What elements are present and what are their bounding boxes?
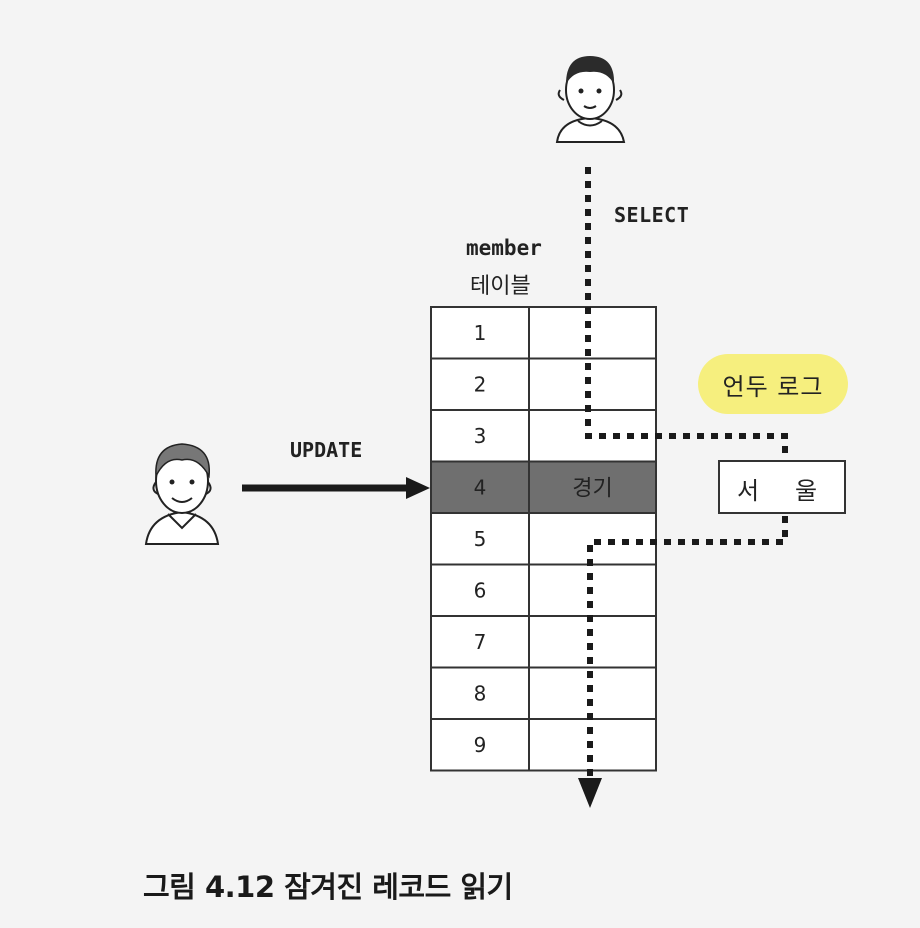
- update-label: UPDATE: [290, 438, 362, 462]
- select-label: SELECT: [614, 203, 689, 227]
- row-id: 3: [474, 424, 487, 448]
- table-row: 2: [431, 359, 656, 411]
- row-id: 4: [474, 475, 487, 499]
- row-value: 경기: [572, 476, 612, 501]
- row-id: 6: [474, 578, 487, 602]
- table-row: 8: [431, 668, 656, 720]
- table-row: 5: [431, 513, 656, 565]
- undo-log-label: 언두 로그: [698, 354, 848, 414]
- undo-log-value-char2: 울: [795, 471, 817, 506]
- row-id: 5: [474, 527, 487, 551]
- row-id: 8: [474, 681, 487, 705]
- row-id: 9: [474, 733, 487, 757]
- select-user-icon: [557, 56, 624, 142]
- figure-caption: 그림 4.12 잠겨진 레코드 읽기: [143, 864, 513, 906]
- row-id: 7: [474, 630, 487, 654]
- update-arrow: [242, 477, 430, 499]
- row-id: 2: [474, 372, 487, 396]
- table-name-suffix: 테이블: [470, 268, 531, 300]
- row-id: 1: [474, 321, 487, 345]
- member-table: 1 2 3 4 경기 5 6 7 8 9: [431, 307, 656, 771]
- row-value-cell: [529, 359, 656, 411]
- table-row: 3: [431, 410, 656, 462]
- table-row: 1: [431, 307, 656, 359]
- table-row: 7: [431, 616, 656, 668]
- row-value-cell: [529, 513, 656, 565]
- row-value-cell: [529, 307, 656, 359]
- table-name: member: [466, 236, 542, 260]
- table-row: 6: [431, 565, 656, 617]
- row-value-cell: [529, 410, 656, 462]
- table-row: 9: [431, 719, 656, 771]
- undo-log-value-char1: 서: [737, 471, 759, 506]
- table-row: 4 경기: [431, 462, 656, 514]
- update-user-icon: [146, 444, 218, 544]
